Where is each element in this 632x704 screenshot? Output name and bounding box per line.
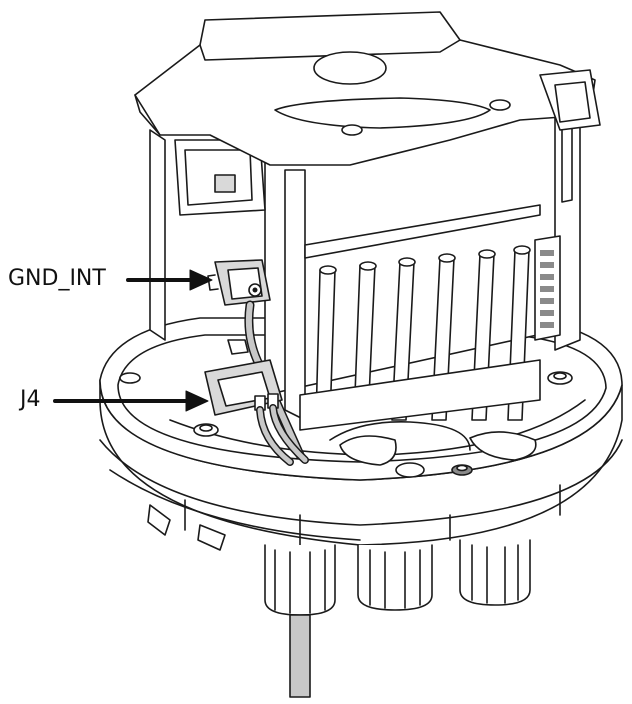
gnd-int-arrow xyxy=(126,269,213,291)
cable-glands xyxy=(147,504,531,698)
pin-header xyxy=(534,235,561,341)
j4-connector xyxy=(204,339,309,466)
terminal-ribs xyxy=(299,245,541,431)
j4-arrow xyxy=(53,390,209,412)
gnd-int-label: GND_INT xyxy=(8,266,106,291)
gnd-int-connector xyxy=(207,259,271,306)
j4-label: J4 xyxy=(20,387,41,412)
top-lid xyxy=(134,11,601,166)
